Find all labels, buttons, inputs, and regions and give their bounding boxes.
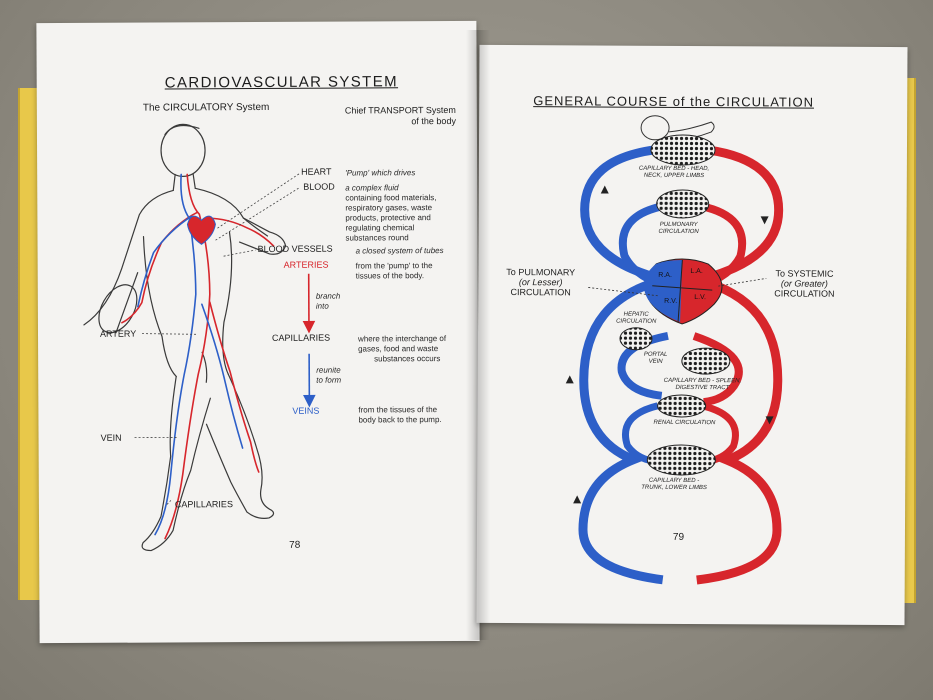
label-rv: R.V. — [664, 297, 678, 305]
reunite-note: reunite to form — [316, 366, 341, 386]
subtitle-right-line-1: Chief TRANSPORT System — [344, 104, 456, 116]
veins-description: from the tissues of the body back to the… — [358, 405, 441, 425]
subtitle-left: The CIRCULATORY System — [142, 101, 270, 114]
label-bed-spleen: CAPILLARY BED - SPLEEN, DIGESTIVE TRACT — [664, 378, 741, 392]
label-portal-vein: PORTAL VEIN — [643, 351, 668, 366]
arteries-description: from the 'pump' to the tissues of the bo… — [356, 261, 433, 281]
label-to-systemic-line-2: (or Greater) — [780, 278, 828, 289]
page-title-right: GENERAL COURSE of the CIRCULATION — [533, 93, 815, 110]
reunite-line-2: to form — [316, 375, 342, 385]
label-pulmonary: PULMONARY CIRCULATION — [659, 222, 699, 236]
label-hepatic-line-2: CIRCULATION — [616, 318, 657, 325]
label-to-pulmonary-line-3: CIRCULATION — [510, 287, 571, 298]
label-renal: RENAL CIRCULATION — [653, 419, 716, 427]
blood-desc-line-5: regulating chemical — [345, 223, 415, 233]
veins-desc-line-2: body back to the pump. — [358, 415, 442, 425]
label-bed-spleen-line-2: DIGESTIVE TRACT — [675, 384, 730, 392]
right-page: GENERAL COURSE of the CIRCULATION CAPILL… — [476, 44, 908, 626]
arteries-desc-line-2: tissues of the body. — [355, 271, 425, 281]
blood-desc-line-6: substances round — [345, 233, 409, 243]
label-lv: L.V. — [694, 294, 707, 302]
label-bed-head: CAPILLARY BED - HEAD, NECK, UPPER LIMBS — [639, 166, 709, 180]
blood-vessels-description: a closed system of tubes — [355, 246, 444, 256]
artery-label: ARTERY — [99, 328, 137, 339]
human-figure-illustration — [83, 123, 316, 552]
capillaries-desc-line-3: substances occurs — [374, 354, 441, 364]
capillaries-description: where the interchange of gases, food and… — [358, 334, 446, 364]
label-portal-line-2: VEIN — [648, 358, 663, 365]
label-la: L.A. — [690, 267, 703, 276]
capillaries-label: CAPILLARIES — [272, 332, 331, 343]
book-gutter-shadow — [466, 30, 490, 640]
capillaries-desc-line-2: gases, food and waste — [358, 344, 439, 354]
circulation-diagram — [565, 115, 784, 585]
label-to-systemic-line-3: CIRCULATION — [774, 288, 835, 299]
left-page: CARDIOVASCULAR SYSTEM The CIRCULATORY Sy… — [36, 20, 480, 644]
veins-desc-line-1: from the tissues of the — [358, 405, 438, 415]
page-number-right: 79 — [672, 531, 685, 543]
label-bed-head-line-2: NECK, UPPER LIMBS — [643, 172, 705, 180]
branch-line-1: branch — [315, 291, 341, 301]
label-pulmonary-line-2: CIRCULATION — [658, 228, 699, 236]
arteries-desc-line-1: from the 'pump' to the — [355, 261, 433, 271]
branch-line-2: into — [315, 301, 329, 311]
blood-label: BLOOD — [303, 181, 335, 192]
label-ra: R.A. — [658, 271, 672, 279]
label-hepatic: HEPATIC CIRCULATION — [616, 312, 656, 326]
heart-label: HEART — [301, 166, 332, 177]
vein-label: VEIN — [100, 432, 122, 443]
page-number-left: 78 — [289, 539, 301, 551]
page-title: CARDIOVASCULAR SYSTEM — [164, 73, 399, 92]
label-portal-line-1: PORTAL — [643, 351, 668, 358]
label-to-pulmonary: To PULMONARY (or Lesser) CIRCULATION — [506, 267, 575, 297]
blood-desc-line-3: respiratory gases, waste — [345, 203, 433, 213]
label-bed-trunk-line-2: TRUNK, LOWER LIMBS — [641, 484, 707, 492]
label-to-systemic: To SYSTEMIC (or Greater) CIRCULATION — [774, 268, 835, 298]
blood-desc-line-4: products, protective and — [345, 213, 431, 223]
arteries-label: ARTERIES — [283, 259, 329, 270]
blood-description: a complex fluid containing food material… — [345, 183, 436, 243]
label-to-pulmonary-line-1: To PULMONARY — [506, 267, 576, 278]
blood-desc-line-2: containing food materials, — [345, 193, 437, 203]
label-to-systemic-line-1: To SYSTEMIC — [775, 268, 834, 279]
capillaries-figure-label: CAPILLARIES — [174, 499, 233, 510]
reunite-line-1: reunite — [316, 365, 341, 375]
subtitle-right: Chief TRANSPORT System of the body — [345, 105, 456, 128]
subtitle-right-line-2: of the body — [411, 115, 456, 127]
branch-into-note: branch into — [316, 292, 341, 312]
blood-desc-line-1: a complex fluid — [345, 183, 399, 193]
heart-description: 'Pump' which drives — [345, 168, 416, 178]
blood-vessels-label: BLOOD VESSELS — [257, 243, 333, 255]
label-to-pulmonary-line-2: (or Lesser) — [518, 277, 563, 288]
veins-label: VEINS — [292, 405, 320, 416]
label-bed-trunk: CAPILLARY BED - TRUNK, LOWER LIMBS — [641, 478, 707, 492]
capillaries-desc-line-1: where the interchange of — [358, 334, 447, 344]
